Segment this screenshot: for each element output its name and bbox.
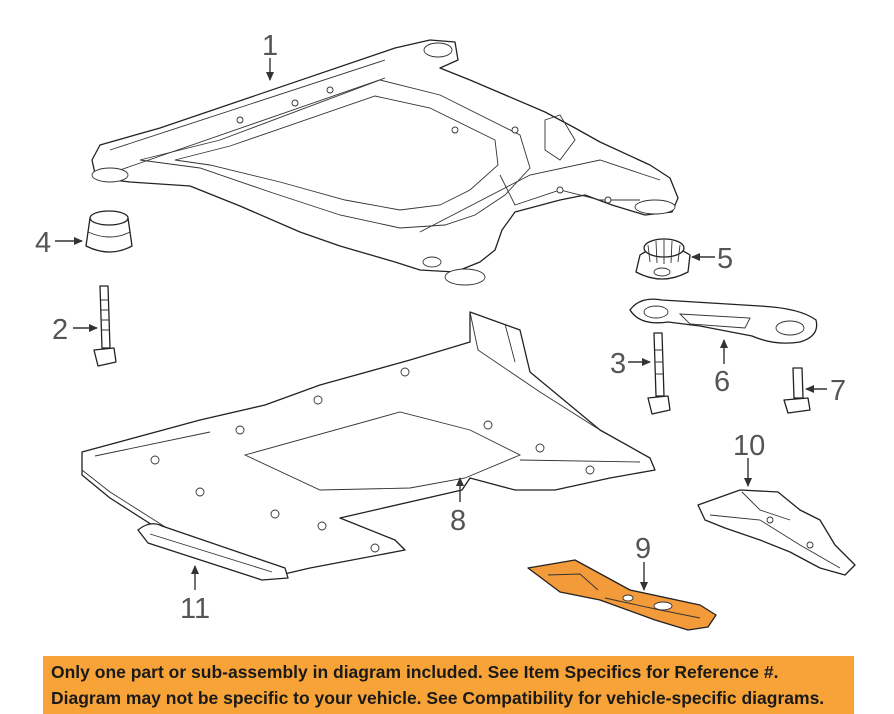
disclaimer-line-2: Diagram may not be specific to your vehi… [51,688,825,708]
bolt-part-3 [647,332,671,415]
callout-8: 8 [450,505,466,537]
bushing-part-4 [85,210,133,253]
callout-1: 1 [262,30,278,62]
strip-part-11 [137,523,289,581]
callout-6: 6 [714,366,730,398]
shield-part-8 [81,311,656,576]
shield-part-10 [697,489,856,576]
callout-3: 3 [610,348,626,380]
callout-4: 4 [35,227,51,259]
callout-11: 11 [180,593,210,625]
bracket-part-6 [629,298,818,344]
callout-5: 5 [717,243,733,275]
bolt-part-2 [93,285,117,367]
disclaimer-banner: Only one part or sub-assembly in diagram… [43,656,854,714]
highlighted-shield-part-9 [527,559,717,631]
bolt-part-7 [783,367,811,414]
callout-2: 2 [52,314,68,346]
callout-9: 9 [635,533,651,565]
callout-10: 10 [733,430,765,462]
subframe-part [91,39,679,286]
mount-part-5 [635,238,691,280]
disclaimer-line-1: Only one part or sub-assembly in diagram… [51,662,779,682]
leader-lines [55,58,827,591]
callout-labels: 1 4 5 2 3 6 7 10 8 9 11 [35,30,846,625]
callout-7: 7 [830,375,846,407]
